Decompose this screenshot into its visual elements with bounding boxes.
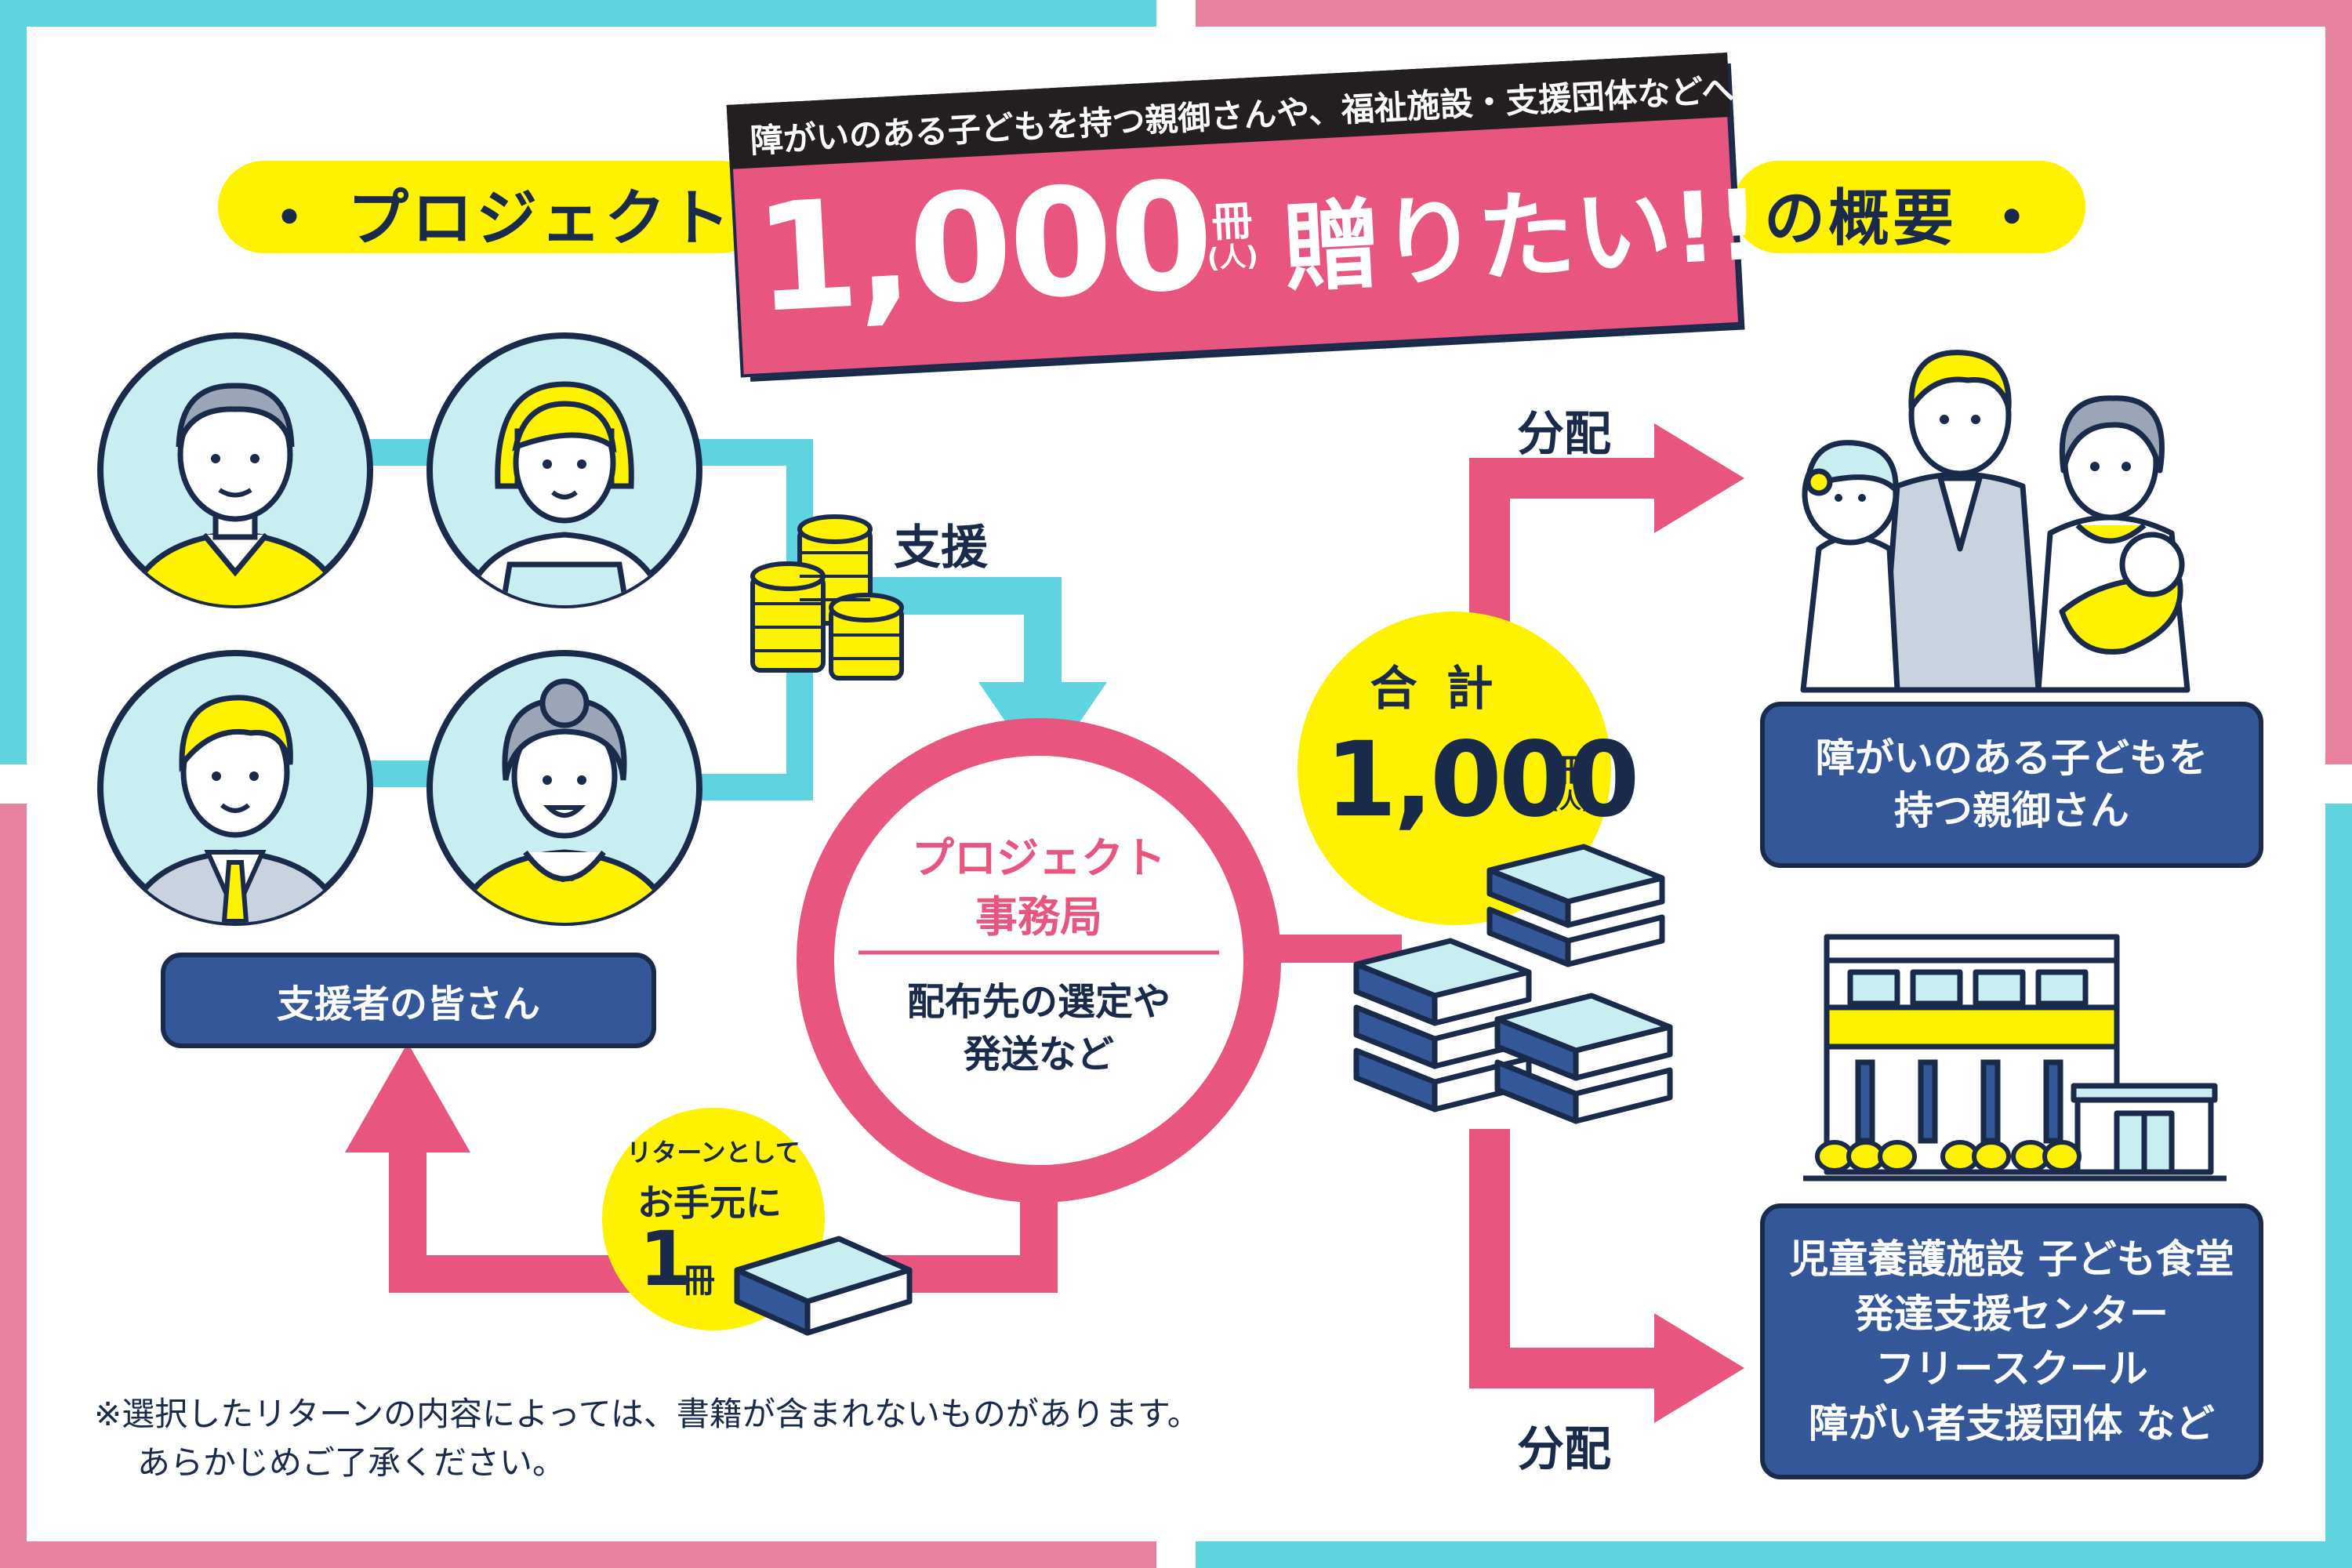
return-line2: お手元に: [637, 1181, 782, 1224]
office-ring: [797, 718, 1281, 1203]
parents-line2: 持つ親御さん: [1894, 788, 2129, 833]
return-arrow-head: [345, 1043, 470, 1152]
facilities-line2: 発達支援センター: [1855, 1291, 2169, 1337]
facilities-line4: 障がい者支援団体 など: [1809, 1401, 2215, 1446]
distribute-down-path: [1469, 1129, 1670, 1388]
book-stack-icon: [1353, 844, 1673, 1124]
return-line1: リターンとして: [626, 1138, 800, 1167]
supporter-avatar-young-woman-icon: [426, 332, 702, 608]
title-pill-right: [1733, 161, 2085, 253]
banner-count: 1,000: [750, 149, 1215, 347]
frame-top-right-bar: [1196, 0, 2352, 27]
title-left: ・ プロジェクト: [259, 183, 734, 254]
supporter-avatar-older-woman-icon: [426, 650, 702, 926]
frame-top-left-bar: [0, 0, 1156, 27]
facilities-line1: 児童養護施設 子ども食堂: [1789, 1236, 2234, 1282]
total-label: 合 計: [1370, 662, 1500, 717]
banner-unit-bottom: (人): [1206, 240, 1259, 275]
frame-left-top-bar: [0, 0, 27, 764]
total-count: 1,000: [1325, 720, 1640, 840]
facilities-box: 児童養護施設 子ども食堂 発達支援センター フリースクール 障がい者支援団体 な…: [1760, 1203, 2263, 1479]
title-right: の概要 ・: [1764, 183, 2046, 254]
supporters-label: 支援者の皆さん: [276, 982, 540, 1026]
office-desc-line1: 配布先の選定や: [906, 980, 1171, 1024]
frame-right-top-bar: [2325, 0, 2352, 764]
banner: 障がいのある子どもを持つ親御さんや、福祉施設・支援団体などへ 1,000 冊 (…: [726, 52, 1763, 382]
note-line1: ※選択したリターンの内容によっては、書籍が含まれないものがあります。: [94, 1395, 1200, 1433]
distribute-down-arrow-head: [1654, 1313, 1744, 1423]
office-desc-line2: 発送など: [963, 1033, 1115, 1076]
family-illustration-icon: [1800, 350, 2190, 693]
office-title-line1: プロジェクト: [912, 833, 1166, 883]
parents-line1: 障がいのある子どもを: [1816, 735, 2208, 781]
facility-building-icon: [1803, 934, 2227, 1181]
return-count: 1: [639, 1215, 691, 1303]
facilities-line3: フリースクール: [1875, 1346, 2148, 1392]
single-book-icon: [734, 1236, 913, 1336]
title-pill-left: [218, 161, 767, 253]
distribute-up-arrow-head: [1654, 423, 1744, 533]
total-unit-bottom: (人): [1549, 788, 1592, 814]
supporter-avatar-young-man-icon: [97, 650, 373, 926]
total-unit-top: 冊: [1552, 753, 1584, 789]
distribute-bottom-label: 分配: [1517, 1422, 1611, 1477]
supporter-avatar-older-man-icon: [97, 332, 373, 608]
total-badge: [1298, 612, 1611, 925]
return-unit: 冊: [682, 1261, 716, 1300]
coins-stack-icon: [750, 514, 904, 681]
supporters-label-box: 支援者の皆さん: [161, 953, 656, 1048]
banner-verb: 贈りたい!!: [1280, 169, 1764, 307]
parents-box: 障がいのある子どもを 持つ親御さん: [1760, 702, 2263, 868]
frame-bottom-right-bar: [1196, 1541, 2352, 1568]
frame-left-bottom-bar: [0, 804, 27, 1568]
note-line2: あらかじめご了承ください。: [137, 1443, 566, 1482]
frame-bottom-left-bar: [0, 1541, 1156, 1568]
support-label: 支援: [894, 521, 988, 575]
distribute-top-label: 分配: [1517, 407, 1611, 462]
frame-right-bottom-bar: [2325, 804, 2352, 1568]
office-title-line2: 事務局: [975, 892, 1102, 942]
